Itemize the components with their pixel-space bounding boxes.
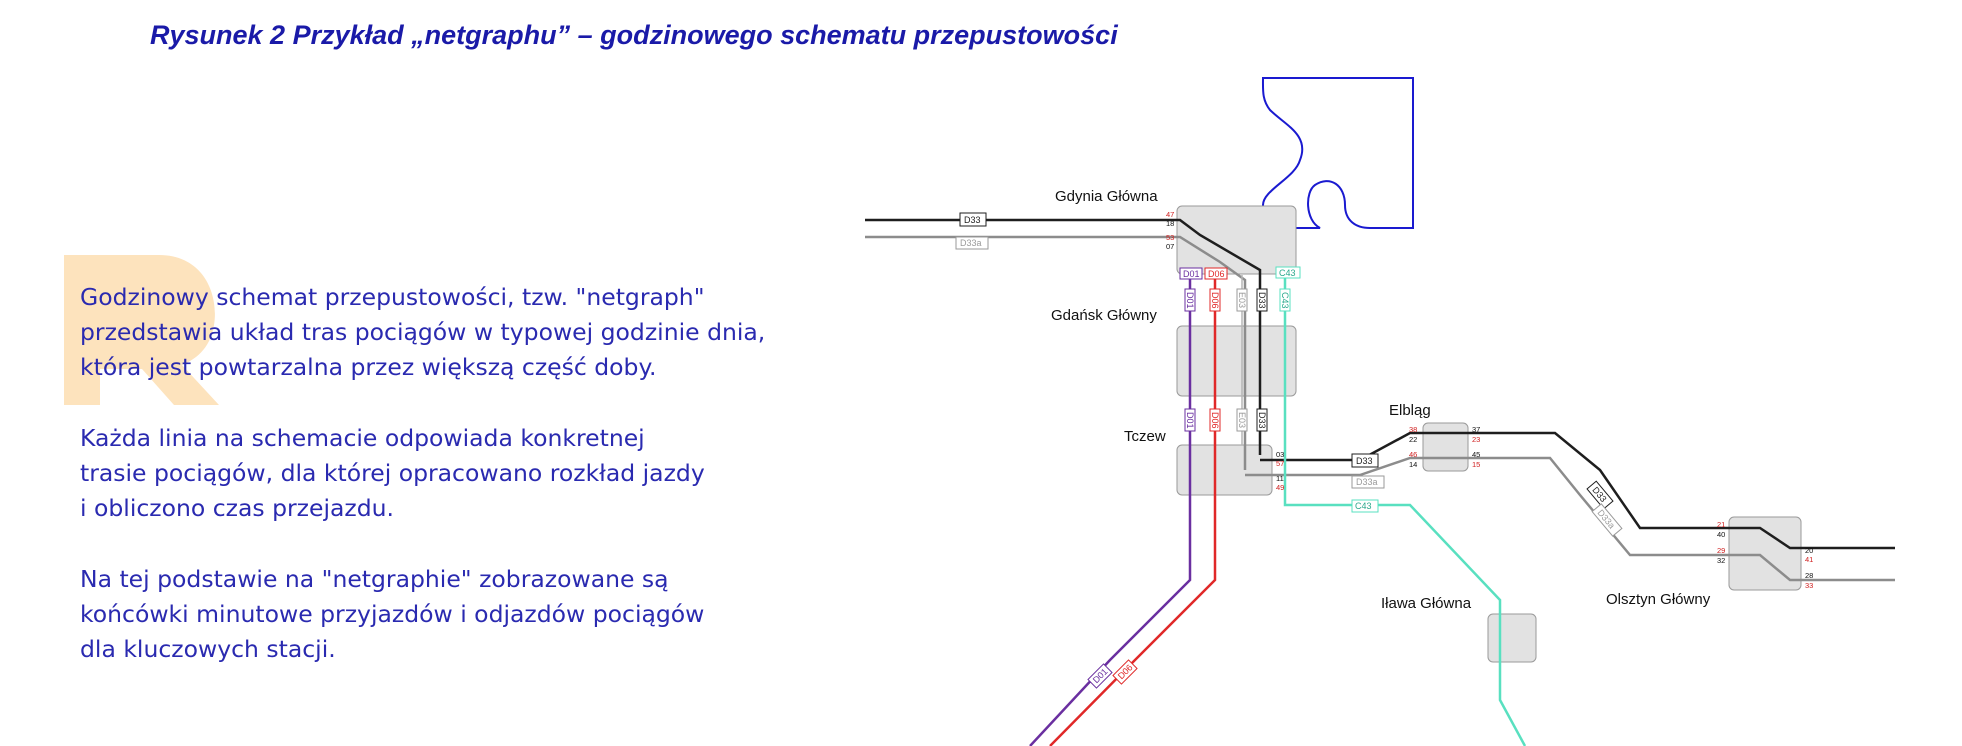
tag-d33-vert-label: D33 [1257,292,1267,309]
tag-c43-top-box [1275,266,1301,279]
minute-elblag-r3: 45 [1472,450,1480,459]
paragraph-1-line-3: która jest powtarzalna przez większą czę… [80,353,657,381]
minute-gdynia-d33a-1: 53 [1166,233,1174,242]
station-label-ilawa: Iława Główna [1381,595,1472,612]
minute-olsztyn-r3: 28 [1805,571,1813,580]
minute-tczew-r3: 11 [1276,474,1284,483]
station-box-gdynia [1176,205,1297,275]
paragraph-2-line-1: Każda linia na schemacie odpowiada konkr… [80,424,645,452]
tag-d01-top-box [1179,267,1203,280]
tag-e03-vert-box [1236,288,1248,312]
tag-d33-vert2-label: D33 [1257,412,1267,429]
tag-d01-vert2-box [1184,408,1196,432]
paragraph-2: Każda linia na schemacie odpowiada konkr… [80,421,705,526]
station-box-olsztyn [1728,516,1802,591]
tag-d33-diag-box [1586,480,1614,510]
tag-e03-vert2-box [1236,408,1248,432]
station-label-tczew: Tczew [1124,428,1166,445]
tag-d33-vert2-box [1256,408,1268,432]
tag-d01-top-label: D01 [1183,269,1200,279]
tag-d33a-label: D33a [960,238,982,248]
tag-c43-east-label: C43 [1355,501,1372,511]
station-label-olsztyn: Olsztyn Główny [1606,591,1711,608]
station-box-gdansk [1176,325,1297,397]
tag-d01-vert-box [1184,288,1196,312]
tag-d33a-box [955,236,989,250]
station-label-elblag: Elbląg [1389,402,1431,419]
station-box-ilawa [1487,613,1537,663]
station-box-tczew [1176,444,1273,496]
minute-olsztyn-l3: 29 [1717,546,1725,555]
tag-d06-vert-label: D06 [1210,292,1220,309]
tag-d06-top-label: D06 [1208,269,1225,279]
paragraph-1-line-2: przedstawia układ tras pociągów w typowe… [80,318,766,346]
minute-elblag-l1: 38 [1409,425,1417,434]
minute-olsztyn-r1: 20 [1805,546,1813,555]
paragraph-2-line-2: trasie pociągów, dla której opracowano r… [80,459,705,487]
station-box-elblag [1422,422,1469,472]
tag-d33-east-label: D33 [1356,456,1373,466]
minute-gdynia-d33-2: 18 [1166,219,1174,228]
tag-e03-vert2-label: E03 [1237,412,1247,428]
tag-e03-vert-label: E03 [1237,292,1247,308]
tag-d01-diag-box [1087,663,1113,689]
paragraph-2-line-3: i obliczono czas przejazdu. [80,494,395,522]
minute-tczew-r4: 49 [1276,483,1284,492]
tag-d06-vert-box [1209,288,1221,312]
logo-shape [64,255,219,405]
tag-d33-box [959,212,987,227]
tag-d06-vert2-label: D06 [1210,412,1220,429]
minute-olsztyn-l4: 32 [1717,556,1725,565]
tag-d33-vert-box [1256,288,1268,312]
tag-d33-east-box [1351,453,1379,468]
station-label-gdynia: Gdynia Główna [1055,188,1158,205]
tag-c43-vert-label: C43 [1280,292,1290,309]
minute-elblag-l4: 14 [1409,460,1417,469]
tag-d33a-diag-box [1591,503,1623,537]
minute-tczew-r1: 03 [1276,450,1284,459]
tag-d06-diag-box [1112,659,1138,685]
paragraph-3-line-1: Na tej podstawie na "netgraphie" zobrazo… [80,565,669,593]
tag-d33-label: D33 [964,215,981,225]
line-d33-west [865,218,1262,455]
tag-c43-vert-box [1279,288,1291,312]
minute-elblag-l2: 22 [1409,435,1417,444]
minute-elblag-r2: 23 [1472,435,1480,444]
line-c43 [1283,275,1527,746]
minute-gdynia-d33a-2: 07 [1166,242,1174,251]
line-d33a-west [865,235,1247,470]
paragraph-3-line-3: dla kluczowych stacji. [80,635,336,663]
minute-gdynia-d33-1: 47 [1166,210,1174,219]
tag-d33a-east-label: D33a [1356,477,1378,487]
tag-d06-vert2-box [1209,408,1221,432]
line-d33-east [1260,431,1895,550]
station-label-gdansk: Gdańsk Główny [1051,307,1157,324]
paragraph-1: Godzinowy schemat przepustowości, tzw. "… [80,280,765,385]
line-d33a-east [1245,456,1895,582]
tag-d33a-east-box [1351,475,1385,489]
paragraph-3: Na tej podstawie na "netgraphie" zobrazo… [80,562,704,667]
minute-tczew-r2: 57 [1276,459,1284,468]
minute-olsztyn-r4: 33 [1805,581,1813,590]
minute-olsztyn-l1: 21 [1717,520,1725,529]
tag-c43-east-box [1351,499,1379,513]
minute-olsztyn-r2: 41 [1805,555,1813,564]
tag-d01-vert2-label: D01 [1185,412,1195,429]
figure-caption: Rysunek 2 Przykład „netgraphu” – godzino… [150,20,1118,50]
tag-d01-vert-label: D01 [1185,292,1195,309]
paragraph-3-line-2: końcówki minutowe przyjazdów i odjazdów … [80,600,705,628]
paragraph-1-line-1: Godzinowy schemat przepustowości, tzw. "… [80,283,705,311]
line-d01 [1029,275,1192,746]
minute-elblag-r1: 37 [1472,425,1480,434]
minute-elblag-l3: 46 [1409,450,1417,459]
tag-c43-top-label: C43 [1279,268,1296,278]
minute-olsztyn-l2: 40 [1717,530,1725,539]
logo-mark [64,255,219,405]
minute-elblag-r4: 15 [1472,460,1480,469]
tag-d06-top-box [1204,267,1228,280]
